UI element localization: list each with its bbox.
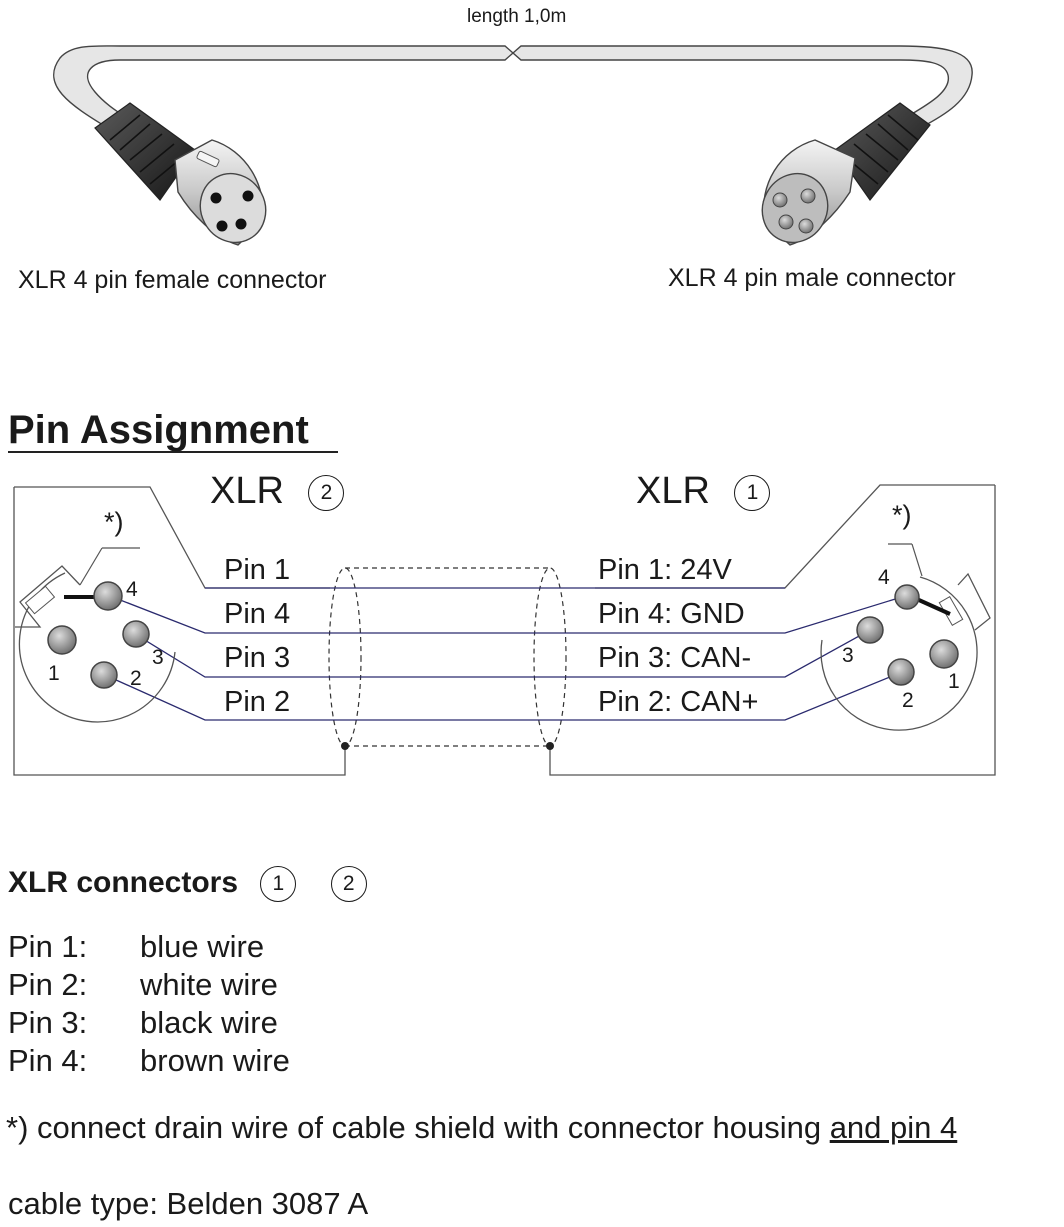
right-line-pin-1: Pin 1: 24V [598, 554, 732, 586]
xlr-connectors-heading: XLR connectors 1 2 [8, 866, 367, 903]
right-connector-face [820, 543, 991, 731]
left-connector-face [15, 547, 176, 723]
cable-illustration [53, 45, 973, 246]
shield-dot-right [546, 742, 554, 750]
left-line-pin-1: Pin 1 [224, 554, 291, 586]
male-connector-illustration [761, 102, 931, 246]
male-connector-label: XLR 4 pin male connector [668, 264, 956, 292]
wire-pin-label-2: Pin 2: [8, 967, 88, 1002]
cable-body [53, 45, 515, 129]
left-pin-number-4: 4 [126, 578, 138, 601]
xlr-connectors-circle-1: 1 [260, 866, 297, 903]
wire-color-1: blue wire [140, 929, 265, 964]
drain-wire-note-text: *) connect drain wire of cable shield wi… [6, 1110, 830, 1145]
wire-pin-label-1: Pin 1: [8, 929, 88, 964]
pin-assignment-heading: Pin Assignment [8, 408, 309, 452]
left-pin-number-3: 3 [152, 646, 164, 669]
right-pin-number-3: 3 [842, 644, 854, 667]
right-xlr-label: XLR 1 [636, 470, 771, 513]
female-connector-illustration [94, 102, 267, 246]
shield-dot-left [341, 742, 349, 750]
right-pin-number-1: 1 [948, 670, 960, 693]
right-xlr-text: XLR [636, 470, 710, 512]
wire-pin-label-3: Pin 3: [8, 1005, 88, 1040]
right-pin-number-4: 4 [878, 566, 890, 589]
wire-color-4: brown wire [140, 1043, 290, 1078]
female-connector-label: XLR 4 pin female connector [18, 266, 327, 294]
right-pin-number-2: 2 [902, 689, 914, 712]
drain-wire-note: *) connect drain wire of cable shield wi… [6, 1110, 957, 1146]
xlr-connectors-heading-text: XLR connectors [8, 866, 239, 899]
right-line-pin-4: Pin 4: GND [598, 598, 745, 630]
wire-color-3: black wire [140, 1005, 278, 1040]
right-line-pin-3: Pin 3: CAN- [598, 642, 752, 674]
left-line-pin-4: Pin 4 [224, 598, 291, 630]
left-line-pin-2: Pin 2 [224, 686, 291, 718]
left-xlr-number: 2 [308, 474, 345, 511]
wires [104, 587, 906, 721]
left-pin-number-2: 2 [130, 667, 142, 690]
right-xlr-number: 1 [734, 474, 771, 511]
right-line-pin-2: Pin 2: CAN+ [598, 686, 759, 718]
cable-length-label: length 1,0m [467, 6, 567, 27]
left-line-pin-3: Pin 3 [224, 642, 291, 674]
drain-wire-note-underlined: and pin 4 [829, 1110, 958, 1145]
wire-color-2: white wire [140, 967, 278, 1002]
cable-type: cable type: Belden 3087 A [8, 1186, 369, 1221]
left-xlr-label: XLR 2 [210, 470, 345, 513]
left-asterisk-note: *) [104, 507, 124, 537]
pin-assignment-diagram [13, 484, 996, 776]
xlr-connectors-circle-2: 2 [330, 866, 367, 903]
right-asterisk-note: *) [892, 500, 912, 530]
left-pin-number-1: 1 [48, 662, 60, 685]
left-xlr-text: XLR [210, 470, 284, 512]
cable-shield [328, 567, 567, 747]
wire-pin-label-4: Pin 4: [8, 1043, 88, 1078]
